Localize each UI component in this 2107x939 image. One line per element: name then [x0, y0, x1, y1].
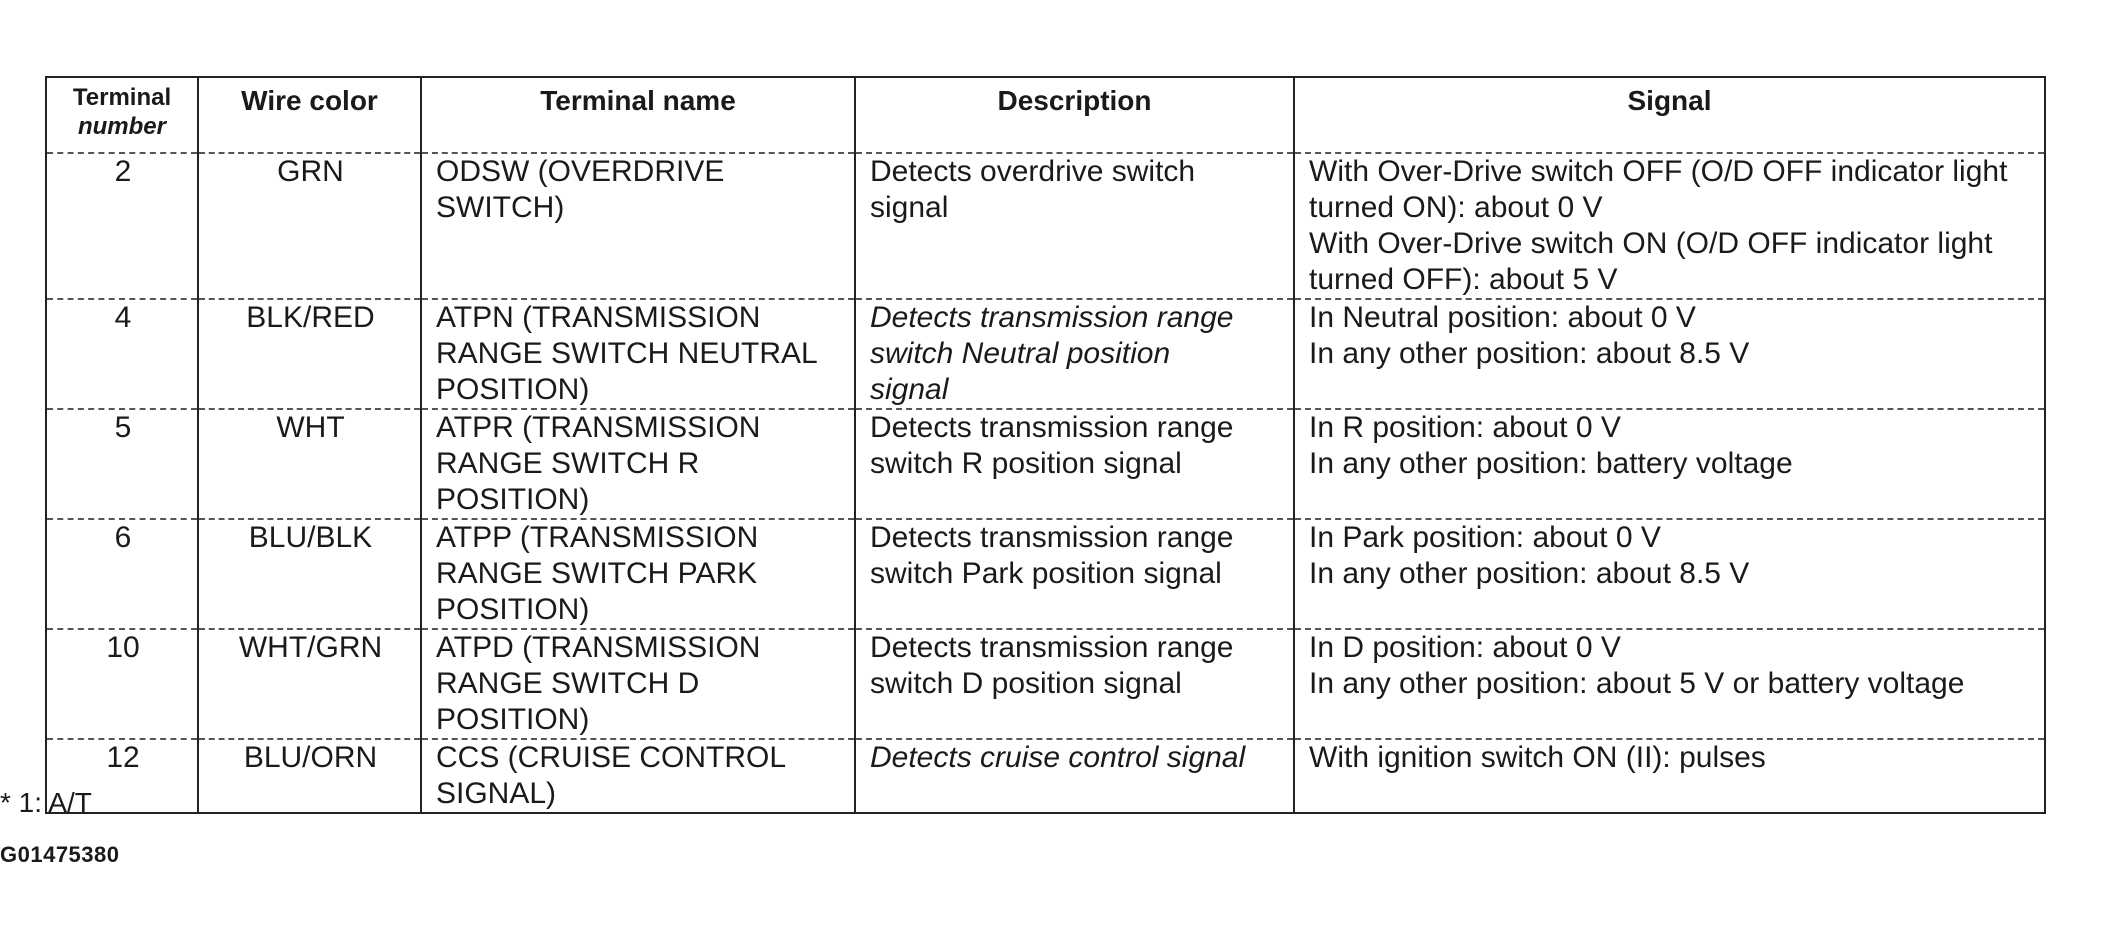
terminal-name-line: POSITION): [436, 593, 590, 626]
description-line: Detects transmission range: [870, 411, 1234, 444]
terminal-name-cell: ATPR (TRANSMISSION RANGE SWITCH R POSITI…: [420, 408, 856, 519]
wire-color-cell: WHT: [197, 408, 422, 519]
terminal-number-cell: 12: [45, 738, 199, 814]
signal-cell: In D position: about 0 V In any other po…: [1293, 628, 2046, 739]
signal-cell: With ignition switch ON (II): pulses: [1293, 738, 2046, 814]
description-line: signal: [870, 373, 949, 406]
terminal-name-line: ODSW (OVERDRIVE: [436, 155, 725, 188]
signal-line: In any other position: about 8.5 V: [1309, 337, 1750, 370]
signal-line: In any other position: battery voltage: [1309, 447, 1793, 480]
table-row: 10 WHT/GRN ATPD (TRANSMISSION RANGE SWIT…: [45, 628, 2046, 739]
header-terminal-number: Terminal number: [45, 76, 199, 153]
wire-color-cell: BLU/ORN: [197, 738, 422, 814]
terminal-name-cell: ATPN (TRANSMISSION RANGE SWITCH NEUTRAL …: [420, 298, 856, 409]
terminal-name-cell: ODSW (OVERDRIVE SWITCH): [420, 152, 856, 299]
table-header-row: Terminal number Wire color Terminal name…: [45, 76, 2046, 153]
terminal-name-line: POSITION): [436, 483, 590, 516]
signal-line: turned OFF): about 5 V: [1309, 263, 1618, 296]
signal-cell: With Over-Drive switch OFF (O/D OFF indi…: [1293, 152, 2046, 299]
signal-cell: In Neutral position: about 0 V In any ot…: [1293, 298, 2046, 409]
terminal-name-line: POSITION): [436, 703, 590, 736]
terminal-number-cell: 10: [45, 628, 199, 739]
header-terminal-number-line2: number: [77, 113, 166, 140]
description-line: Detects overdrive switch: [870, 155, 1196, 188]
table-row: 6 BLU/BLK ATPP (TRANSMISSION RANGE SWITC…: [45, 518, 2046, 629]
signal-line: In Park position: about 0 V: [1309, 521, 1661, 554]
terminal-name-line: POSITION): [436, 373, 590, 406]
footnote: * 1: A/T: [0, 787, 92, 818]
terminal-table-container: Terminal number Wire color Terminal name…: [45, 76, 2046, 814]
header-signal: Signal: [1293, 76, 2046, 153]
signal-line: In any other position: about 8.5 V: [1309, 557, 1750, 590]
signal-line: With Over-Drive switch OFF (O/D OFF indi…: [1309, 155, 2008, 188]
table-row: 4 BLK/RED ATPN (TRANSMISSION RANGE SWITC…: [45, 298, 2046, 409]
header-description: Description: [854, 76, 1295, 153]
wire-color-cell: BLK/RED: [197, 298, 422, 409]
wire-color-cell: GRN: [197, 152, 422, 299]
terminal-name-line: ATPP (TRANSMISSION: [436, 521, 759, 554]
terminal-name-cell: ATPD (TRANSMISSION RANGE SWITCH D POSITI…: [420, 628, 856, 739]
signal-cell: In Park position: about 0 V In any other…: [1293, 518, 2046, 629]
terminal-name-line: RANGE SWITCH R: [436, 447, 700, 480]
description-cell: Detects cruise control signal: [854, 738, 1295, 814]
description-line: switch Park position signal: [870, 557, 1222, 590]
description-line: switch D position signal: [870, 667, 1182, 700]
signal-line: With Over-Drive switch ON (O/D OFF indic…: [1309, 227, 1993, 260]
header-terminal-name: Terminal name: [420, 76, 856, 153]
terminal-name-line: ATPR (TRANSMISSION: [436, 411, 761, 444]
header-wire-color: Wire color: [197, 76, 422, 153]
wire-color-cell: BLU/BLK: [197, 518, 422, 629]
terminal-name-line: SWITCH): [436, 191, 565, 224]
terminal-pinout-table: Terminal number Wire color Terminal name…: [45, 76, 2046, 814]
description-cell: Detects transmission range switch D posi…: [854, 628, 1295, 739]
terminal-name-line: RANGE SWITCH PARK: [436, 557, 758, 590]
terminal-number-cell: 6: [45, 518, 199, 629]
figure-id: G01475380: [0, 842, 120, 867]
signal-line: In D position: about 0 V: [1309, 631, 1621, 664]
terminal-name-cell: ATPP (TRANSMISSION RANGE SWITCH PARK POS…: [420, 518, 856, 629]
header-terminal-number-line1: Terminal: [72, 84, 172, 111]
terminal-number-cell: 2: [45, 152, 199, 299]
terminal-number-cell: 4: [45, 298, 199, 409]
description-line: signal: [870, 191, 949, 224]
terminal-name-line: RANGE SWITCH D: [436, 667, 700, 700]
description-line: switch Neutral position: [870, 337, 1171, 370]
table-row: 5 WHT ATPR (TRANSMISSION RANGE SWITCH R …: [45, 408, 2046, 519]
wire-color-cell: WHT/GRN: [197, 628, 422, 739]
description-cell: Detects transmission range switch Park p…: [854, 518, 1295, 629]
table-row: 12 BLU/ORN CCS (CRUISE CONTROL SIGNAL) D…: [45, 738, 2046, 814]
table-row: 2 GRN ODSW (OVERDRIVE SWITCH) Detects ov…: [45, 152, 2046, 299]
terminal-name-line: ATPN (TRANSMISSION: [436, 301, 761, 334]
signal-line: In Neutral position: about 0 V: [1309, 301, 1696, 334]
description-line: Detects transmission range: [870, 301, 1234, 334]
signal-line: With ignition switch ON (II): pulses: [1309, 741, 1766, 774]
terminal-name-cell: CCS (CRUISE CONTROL SIGNAL): [420, 738, 856, 814]
terminal-name-line: CCS (CRUISE CONTROL: [436, 741, 787, 774]
terminal-name-line: ATPD (TRANSMISSION: [436, 631, 761, 664]
signal-line: turned ON): about 0 V: [1309, 191, 1603, 224]
description-cell: Detects overdrive switch signal: [854, 152, 1295, 299]
description-cell: Detects transmission range switch R posi…: [854, 408, 1295, 519]
terminal-name-line: SIGNAL): [436, 777, 557, 810]
terminal-number-cell: 5: [45, 408, 199, 519]
signal-line: In R position: about 0 V: [1309, 411, 1621, 444]
description-line: Detects transmission range: [870, 631, 1234, 664]
description-cell: Detects transmission range switch Neutra…: [854, 298, 1295, 409]
terminal-name-line: RANGE SWITCH NEUTRAL: [436, 337, 818, 370]
description-line: Detects transmission range: [870, 521, 1234, 554]
signal-line: In any other position: about 5 V or batt…: [1309, 667, 1965, 700]
signal-cell: In R position: about 0 V In any other po…: [1293, 408, 2046, 519]
description-line: switch R position signal: [870, 447, 1182, 480]
description-line: Detects cruise control signal: [870, 741, 1246, 774]
